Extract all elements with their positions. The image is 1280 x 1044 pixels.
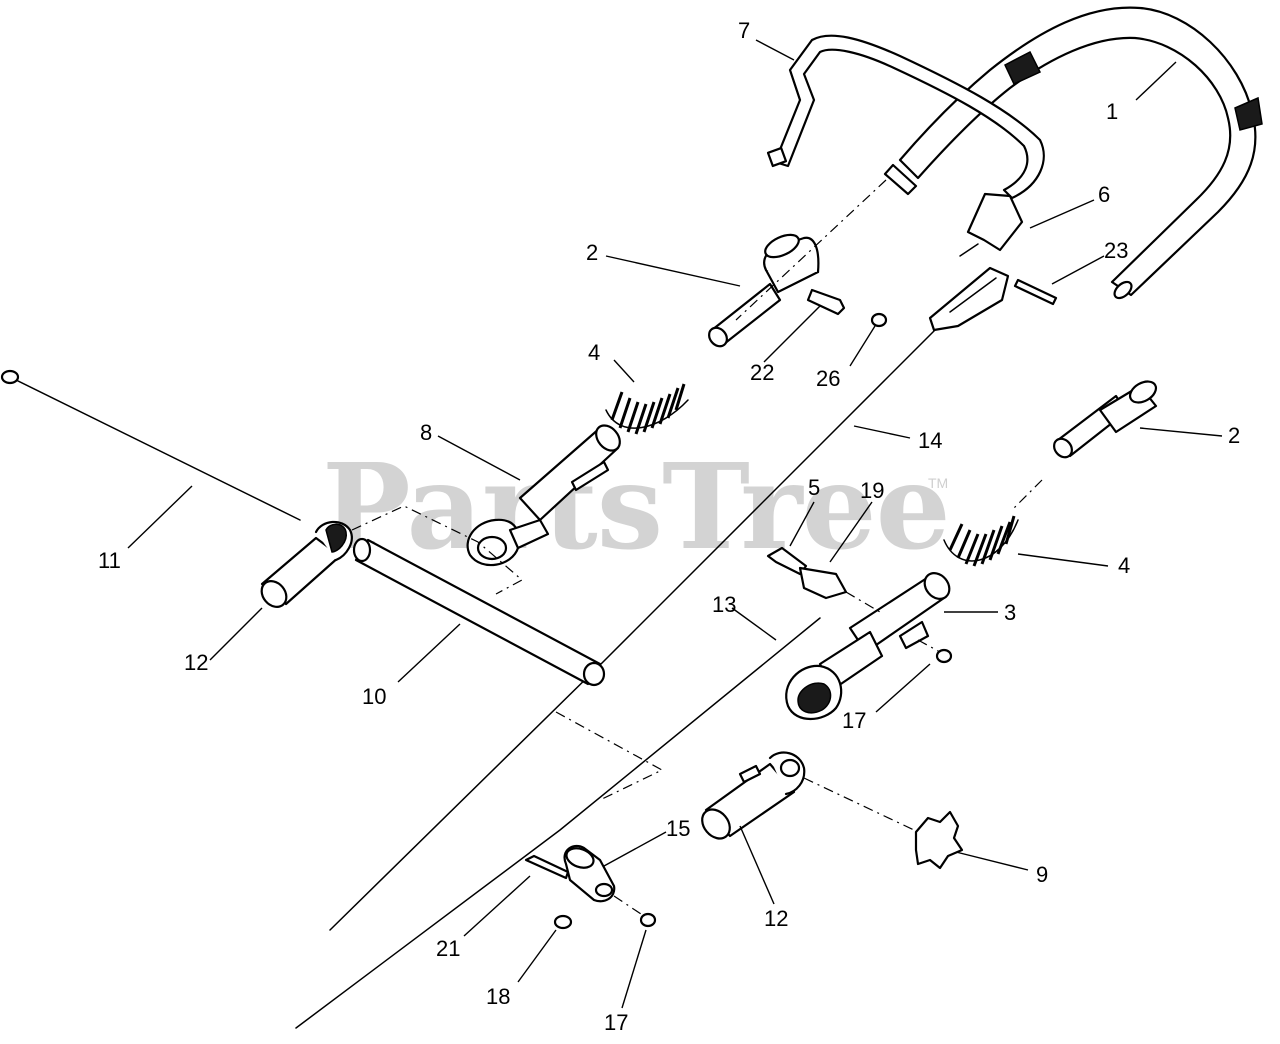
part-nut-17-lower (639, 912, 657, 928)
callout-8: 8 (420, 420, 432, 445)
callout-19: 19 (860, 478, 884, 503)
callout-labels: 7 1 6 23 2 22 26 4 8 14 2 5 19 4 3 13 11… (98, 18, 1240, 1035)
part-bolt-22 (806, 288, 846, 316)
part-tube-sleeve-right (1053, 380, 1158, 459)
callout-1: 1 (1106, 99, 1118, 124)
part-nut-26 (870, 312, 888, 328)
part-spring-right (943, 515, 1019, 567)
part-pin-23 (1013, 278, 1058, 306)
centerline-nut (917, 639, 941, 653)
callout-11: 11 (98, 548, 121, 573)
centerline-left (351, 505, 524, 595)
callout-2-upper: 2 (586, 240, 598, 265)
centerline-right (1011, 479, 1043, 511)
callout-4-upper: 4 (588, 340, 600, 365)
centerline-lower (555, 711, 664, 801)
centerline-knob (803, 777, 915, 831)
callout-21: 21 (436, 936, 460, 961)
callout-4-right: 4 (1118, 553, 1130, 578)
part-upper-handle (883, 6, 1263, 300)
centerline-bottom (613, 895, 645, 917)
part-swivel-lower (701, 751, 806, 840)
centerline-upper (735, 179, 887, 321)
part-rod (0, 369, 301, 521)
callout-12-lower: 12 (764, 906, 788, 931)
callout-2-right: 2 (1228, 423, 1240, 448)
watermark-trademark: TM (928, 475, 948, 491)
callout-17-lower: 17 (604, 1010, 628, 1035)
callout-12-left: 12 (184, 650, 208, 675)
callout-14: 14 (918, 428, 942, 453)
callout-6: 6 (1098, 182, 1110, 207)
part-washer-18 (553, 914, 573, 930)
callout-18: 18 (486, 984, 510, 1009)
centerline-bolt (845, 591, 881, 613)
part-lower-tube-clamp (466, 424, 621, 567)
leader-lines (127, 39, 1223, 1009)
part-latch-bracket (928, 192, 1024, 332)
callout-26: 26 (816, 366, 840, 391)
part-nut-17-upper (935, 648, 953, 664)
part-screw-21 (524, 854, 570, 880)
callout-9: 9 (1036, 862, 1048, 887)
part-washer-19 (798, 566, 848, 600)
callout-3: 3 (1004, 600, 1016, 625)
callout-7: 7 (738, 18, 750, 43)
part-clamp-15 (563, 844, 616, 903)
callout-23: 23 (1104, 238, 1128, 263)
part-lower-cable-13 (295, 617, 821, 1029)
callout-13: 13 (712, 592, 736, 617)
part-cross-bar (352, 537, 606, 687)
callout-10: 10 (362, 684, 386, 709)
callout-15: 15 (666, 816, 690, 841)
part-tube-clamp-3 (785, 572, 951, 720)
watermark: PartsTree (322, 437, 950, 576)
part-star-knob (914, 810, 964, 870)
part-spring-upper (605, 383, 689, 435)
part-swivel-left (260, 520, 353, 608)
callout-22: 22 (750, 360, 774, 385)
part-tube-sleeve-upper (708, 233, 820, 348)
callout-17-upper: 17 (842, 708, 866, 733)
callout-5: 5 (808, 475, 820, 500)
